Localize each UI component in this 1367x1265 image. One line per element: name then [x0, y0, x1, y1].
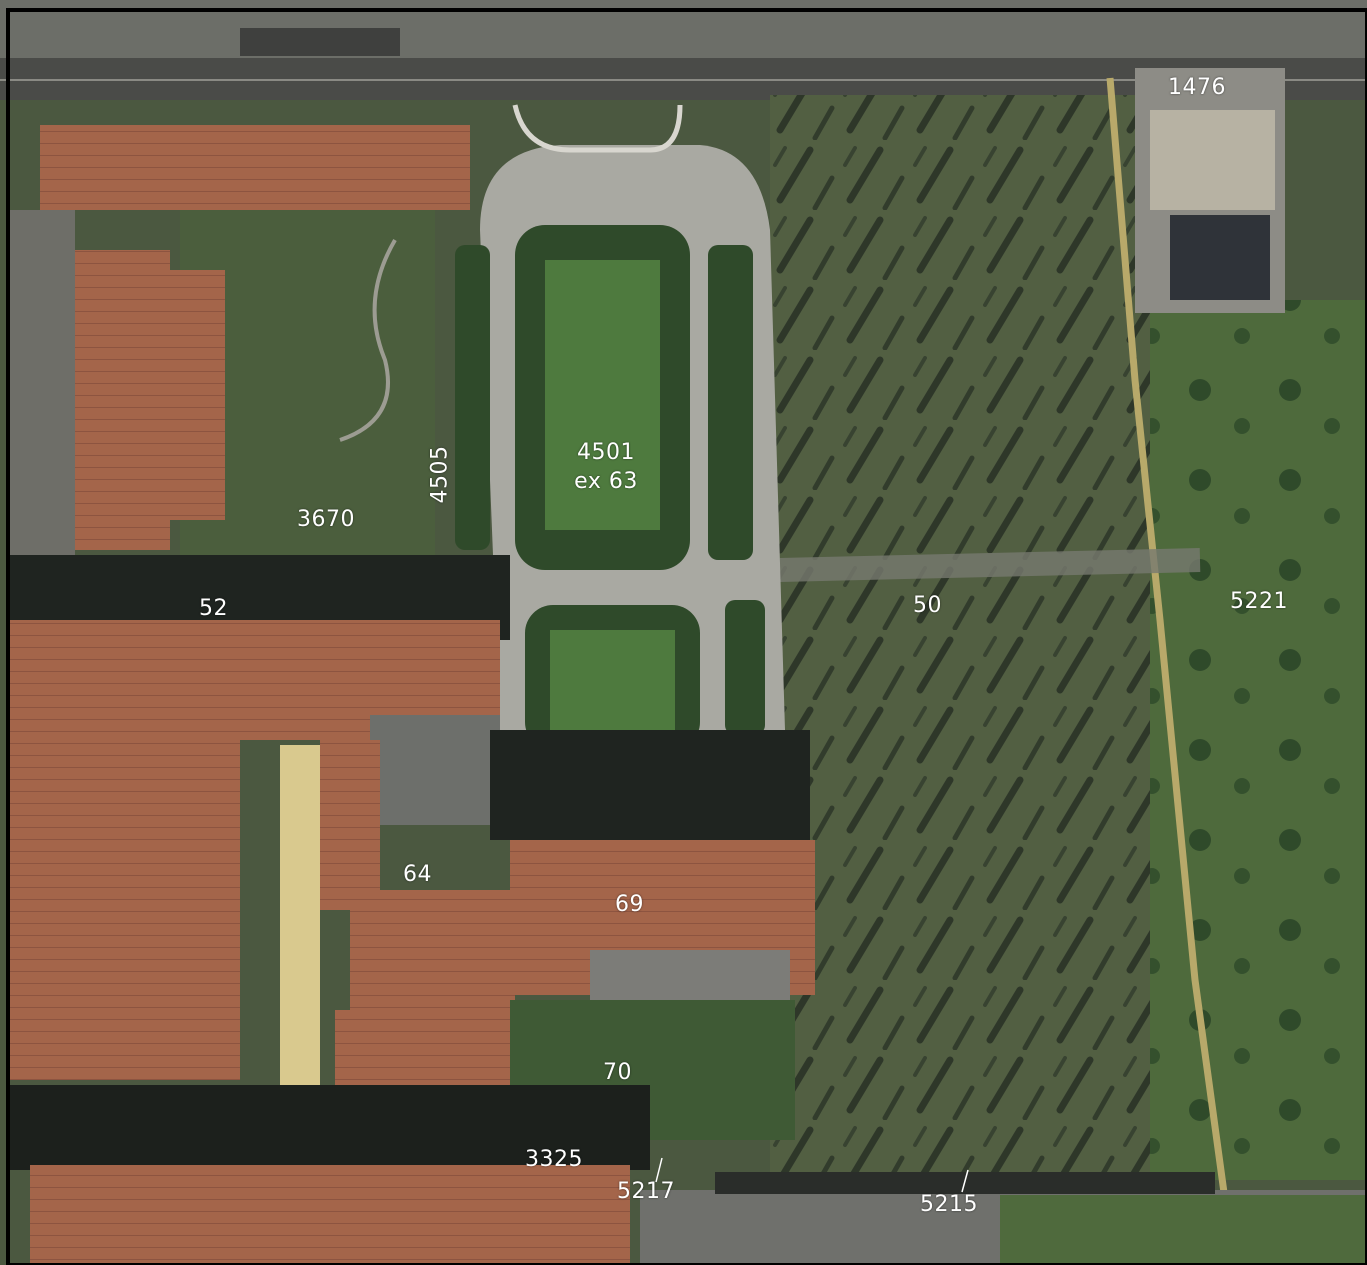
parcel-label-3325: 3325 [525, 1147, 583, 1172]
building-1476-yard [1150, 110, 1275, 210]
parcel-label-64: 64 [403, 862, 432, 887]
hedge-strip-left [455, 245, 490, 550]
parcel-label-70: 70 [603, 1060, 632, 1085]
nw-building-2 [75, 250, 170, 550]
courtyard-path [339, 238, 397, 442]
gate-arc [512, 104, 683, 153]
parcel-label-5215: 5215 [920, 1192, 978, 1217]
south-roofs [30, 1165, 630, 1265]
lawn-main [545, 260, 660, 530]
sw-yellow-wing [280, 745, 320, 1125]
car-park-top [240, 28, 400, 56]
parcel-label-4501: 4501 [577, 440, 635, 465]
sw-roof-block-2 [10, 740, 240, 1080]
sw-courtyard [370, 715, 500, 825]
parcel-label-5217: 5217 [617, 1179, 675, 1204]
yellow-lane [1106, 77, 1229, 1201]
hedge-strip-right [708, 245, 753, 560]
parcel-label-1476: 1476 [1168, 75, 1226, 100]
parcel-label-52: 52 [199, 596, 228, 621]
south-shadow [10, 1085, 650, 1170]
sw-roof-block-4 [350, 890, 515, 1010]
lawn-lower [550, 630, 675, 730]
leader-line-5215 [961, 1169, 969, 1193]
park-area [770, 95, 1150, 1175]
se-field [1000, 1195, 1367, 1265]
nw-building-1 [40, 125, 470, 210]
building-shadow-south [490, 730, 810, 840]
leader-line-5217 [655, 1157, 663, 1183]
parcel-label-50: 50 [913, 593, 942, 618]
nw-building-3 [170, 270, 225, 520]
parcel-label-3670: 3670 [297, 507, 355, 532]
parcel-label-5221: 5221 [1230, 589, 1288, 614]
sw-roof-block-3 [320, 740, 380, 910]
map-frame [6, 8, 1367, 1265]
building-1476-roof [1170, 215, 1270, 300]
hedge-strip-lower-right [725, 600, 765, 735]
parcel-label-69: 69 [615, 892, 644, 917]
cross-path [779, 548, 1201, 582]
nw-parking [10, 210, 75, 560]
parcel-label-4505: 4505 [427, 445, 453, 504]
parcel-sublabel-4501: ex 63 [574, 469, 638, 494]
east-field [1150, 300, 1367, 1180]
